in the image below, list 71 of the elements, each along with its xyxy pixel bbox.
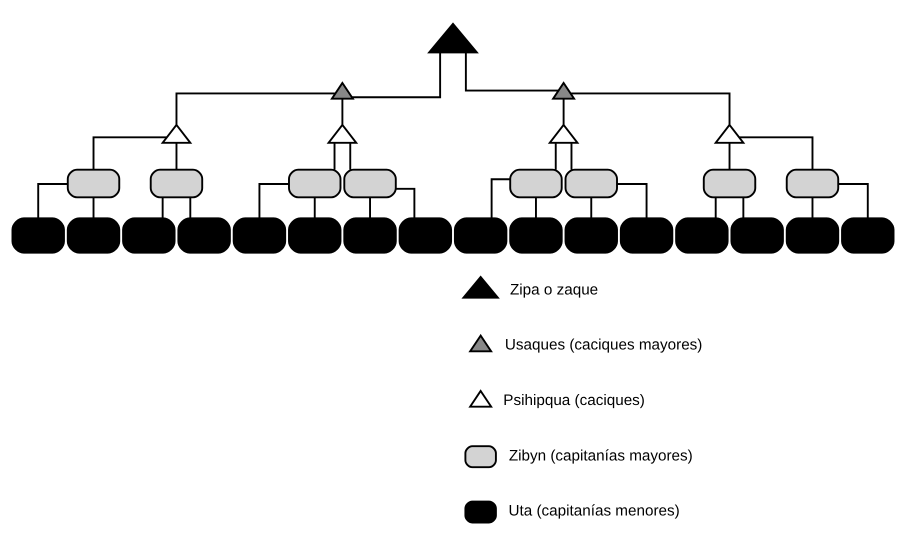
connector xyxy=(554,142,557,170)
node-box xyxy=(509,217,563,254)
node-triangle xyxy=(330,81,355,100)
node-box xyxy=(343,217,397,254)
connector xyxy=(535,197,537,218)
connector xyxy=(176,92,336,124)
connector xyxy=(341,98,344,125)
node-box xyxy=(464,500,497,524)
node-box xyxy=(66,217,120,254)
connector xyxy=(189,197,192,218)
connector xyxy=(570,142,572,170)
connector xyxy=(590,197,592,218)
connector xyxy=(562,98,565,125)
node-box xyxy=(66,168,120,198)
connector xyxy=(838,183,869,218)
connector xyxy=(162,197,164,218)
legend-label: Uta (capitanías menores) xyxy=(508,502,680,520)
node-box xyxy=(564,217,618,254)
node-box xyxy=(675,217,729,254)
connector xyxy=(37,183,68,218)
node-triangle xyxy=(326,123,358,144)
node-box xyxy=(288,168,342,198)
node-triangle xyxy=(551,81,576,100)
connector xyxy=(490,178,510,218)
node-box xyxy=(730,217,784,254)
connector xyxy=(92,136,167,170)
legend-label: Psihipqua (caciques) xyxy=(503,392,645,410)
legend-label: Usaques (caciques mayores) xyxy=(504,336,702,354)
connector xyxy=(258,183,289,218)
connector xyxy=(728,142,730,170)
node-triangle xyxy=(427,22,479,54)
connector xyxy=(334,142,336,170)
node-box xyxy=(702,168,756,198)
node-box xyxy=(12,217,65,254)
node-box xyxy=(786,168,840,198)
node-box xyxy=(177,217,231,254)
node-box xyxy=(232,217,286,254)
connector xyxy=(617,183,648,218)
node-triangle xyxy=(461,275,500,299)
node-box xyxy=(564,168,618,198)
legend-label: Zipa o zaque xyxy=(510,281,598,298)
legend-label: Zibyn (capitanías mayores) xyxy=(508,447,693,464)
connector xyxy=(742,197,744,218)
node-triangle xyxy=(160,123,192,144)
node-box xyxy=(122,217,176,254)
connector xyxy=(92,197,94,218)
node-box xyxy=(786,217,840,254)
node-triangle xyxy=(548,123,580,144)
connector xyxy=(349,142,352,170)
node-triangle xyxy=(714,123,746,144)
node-box xyxy=(509,168,563,198)
node-box xyxy=(398,217,452,254)
node-box xyxy=(454,217,508,254)
node-triangle xyxy=(468,334,493,352)
connector xyxy=(464,52,558,92)
connector xyxy=(812,197,814,218)
connector xyxy=(369,197,371,218)
node-box xyxy=(343,168,397,198)
node-box xyxy=(288,217,342,254)
node-triangle xyxy=(468,389,493,408)
node-box xyxy=(464,445,497,468)
node-box xyxy=(841,217,894,254)
connector xyxy=(739,136,814,170)
connector xyxy=(714,197,717,218)
connector xyxy=(396,188,416,218)
node-box xyxy=(620,217,674,254)
node-box xyxy=(150,168,204,198)
connector xyxy=(176,142,178,170)
connector xyxy=(314,197,316,218)
connector xyxy=(570,92,730,124)
connector xyxy=(352,52,442,98)
